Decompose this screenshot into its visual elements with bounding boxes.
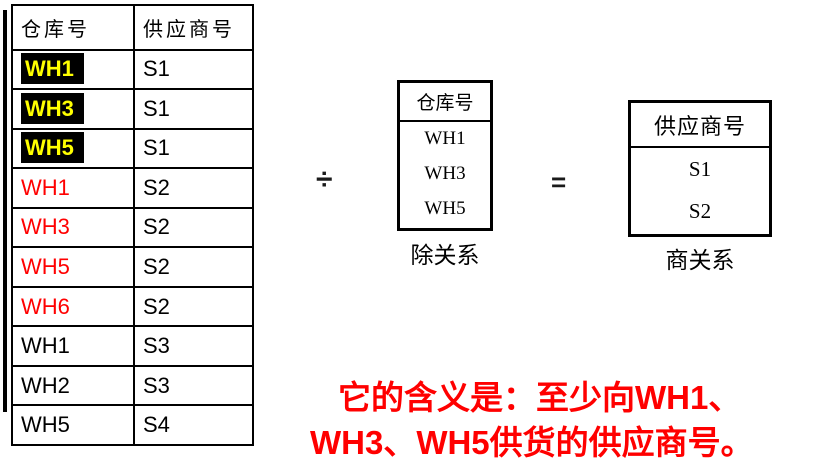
warehouse-cell: WH5 [11,127,135,170]
warehouse-header-cell: 仓库号 [11,4,135,51]
warehouse-cell: WH5 [11,246,135,288]
left-edge-bar [3,10,7,412]
warehouse-cell: WH2 [11,364,135,407]
warehouse-cell: WH3 [11,88,135,130]
list-item: WH3 [424,162,466,184]
highlighted-value: WH1 [21,53,84,85]
warehouse-cell: WH1 [11,167,135,209]
warehouse-cell: WH1 [11,48,135,91]
list-item: S1 [688,156,712,181]
supplier-cell: S1 [133,127,254,170]
annotation-line-1: 它的含义是：至少向WH1、 [338,379,742,416]
list-item: WH1 [424,128,466,150]
supplier-cell: S2 [133,285,254,328]
warehouse-cell: WH6 [11,285,135,328]
table-row: WH3 S1 [11,88,254,130]
supplier-cell: S1 [133,88,254,130]
supplier-cell: S4 [133,404,254,446]
warehouse-cell: WH1 [11,325,135,367]
supplier-cell: S1 [133,48,254,91]
quotient-caption: 商关系 [665,247,735,273]
list-item: WH5 [424,197,466,219]
divisor-caption: 除关系 [410,242,480,268]
table-row: WH1 S1 [11,48,254,91]
warehouse-cell: WH3 [11,206,135,249]
division-operator: ÷ [316,163,333,196]
quotient-table-header: 供应商号 [631,103,769,148]
dividend-table-header-row: 仓库号 供应商号 [11,4,254,51]
annotation-line-2: WH3、WH5供货的供应商号。 [310,424,754,461]
table-row: WH5 S1 [11,127,254,170]
supplier-cell: S3 [133,325,254,367]
supplier-cell: S3 [133,364,254,407]
equals-operator: = [551,167,567,197]
supplier-cell: S2 [133,167,254,209]
supplier-cell: S2 [133,246,254,288]
supplier-header-cell: 供应商号 [133,4,254,51]
highlighted-value: WH3 [21,92,84,124]
supplier-cell: S2 [133,206,254,249]
divisor-table-header: 仓库号 [400,83,490,122]
warehouse-cell: WH5 [11,404,135,446]
list-item: S2 [688,198,712,223]
highlighted-value: WH5 [21,132,84,164]
